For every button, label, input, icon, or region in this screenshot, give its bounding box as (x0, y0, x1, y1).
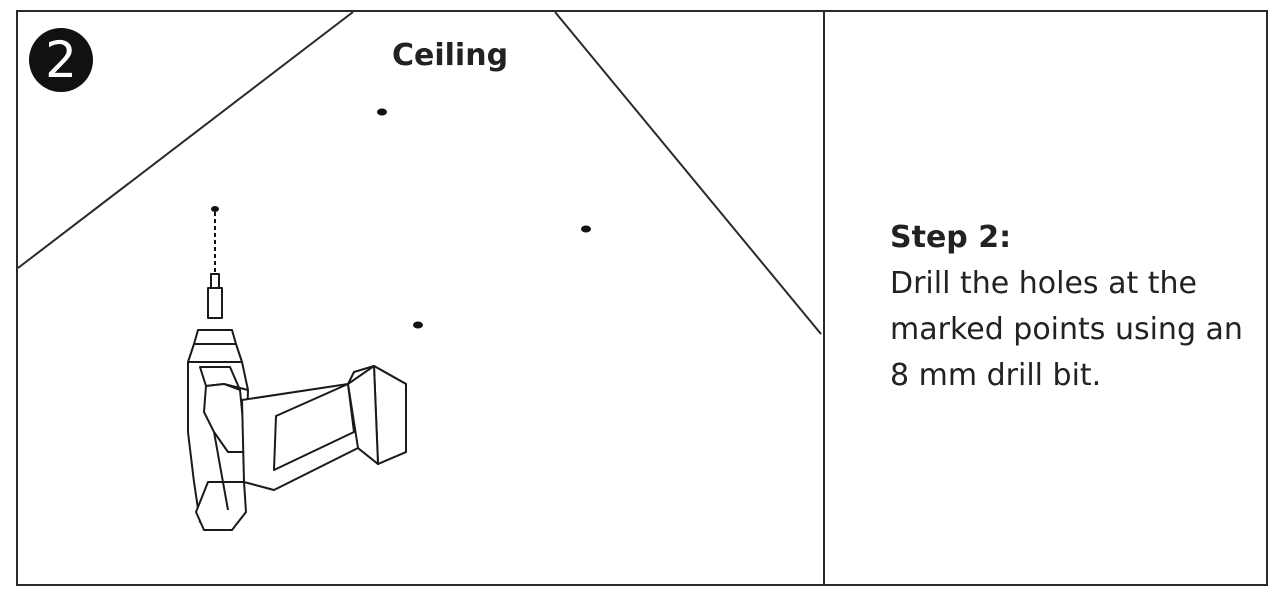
instruction-frame (16, 10, 1268, 586)
panel-divider (823, 10, 825, 586)
marked-point (211, 206, 219, 212)
step-title: Step 2: (890, 220, 1012, 255)
step-number-badge: 2 (29, 28, 93, 92)
marked-point (581, 225, 591, 233)
marked-point (413, 321, 423, 329)
ceiling-drill-illustration (18, 12, 822, 531)
step-description: Drill the holes at the marked points usi… (890, 266, 1243, 393)
ceiling-edge-right (554, 12, 822, 335)
instruction-text: Step 2: Drill the holes at the marked po… (890, 215, 1250, 399)
marked-point (377, 108, 387, 116)
drill-icon (187, 273, 407, 531)
ceiling-edge-left (18, 12, 354, 269)
ceiling-label: Ceiling (392, 38, 509, 73)
